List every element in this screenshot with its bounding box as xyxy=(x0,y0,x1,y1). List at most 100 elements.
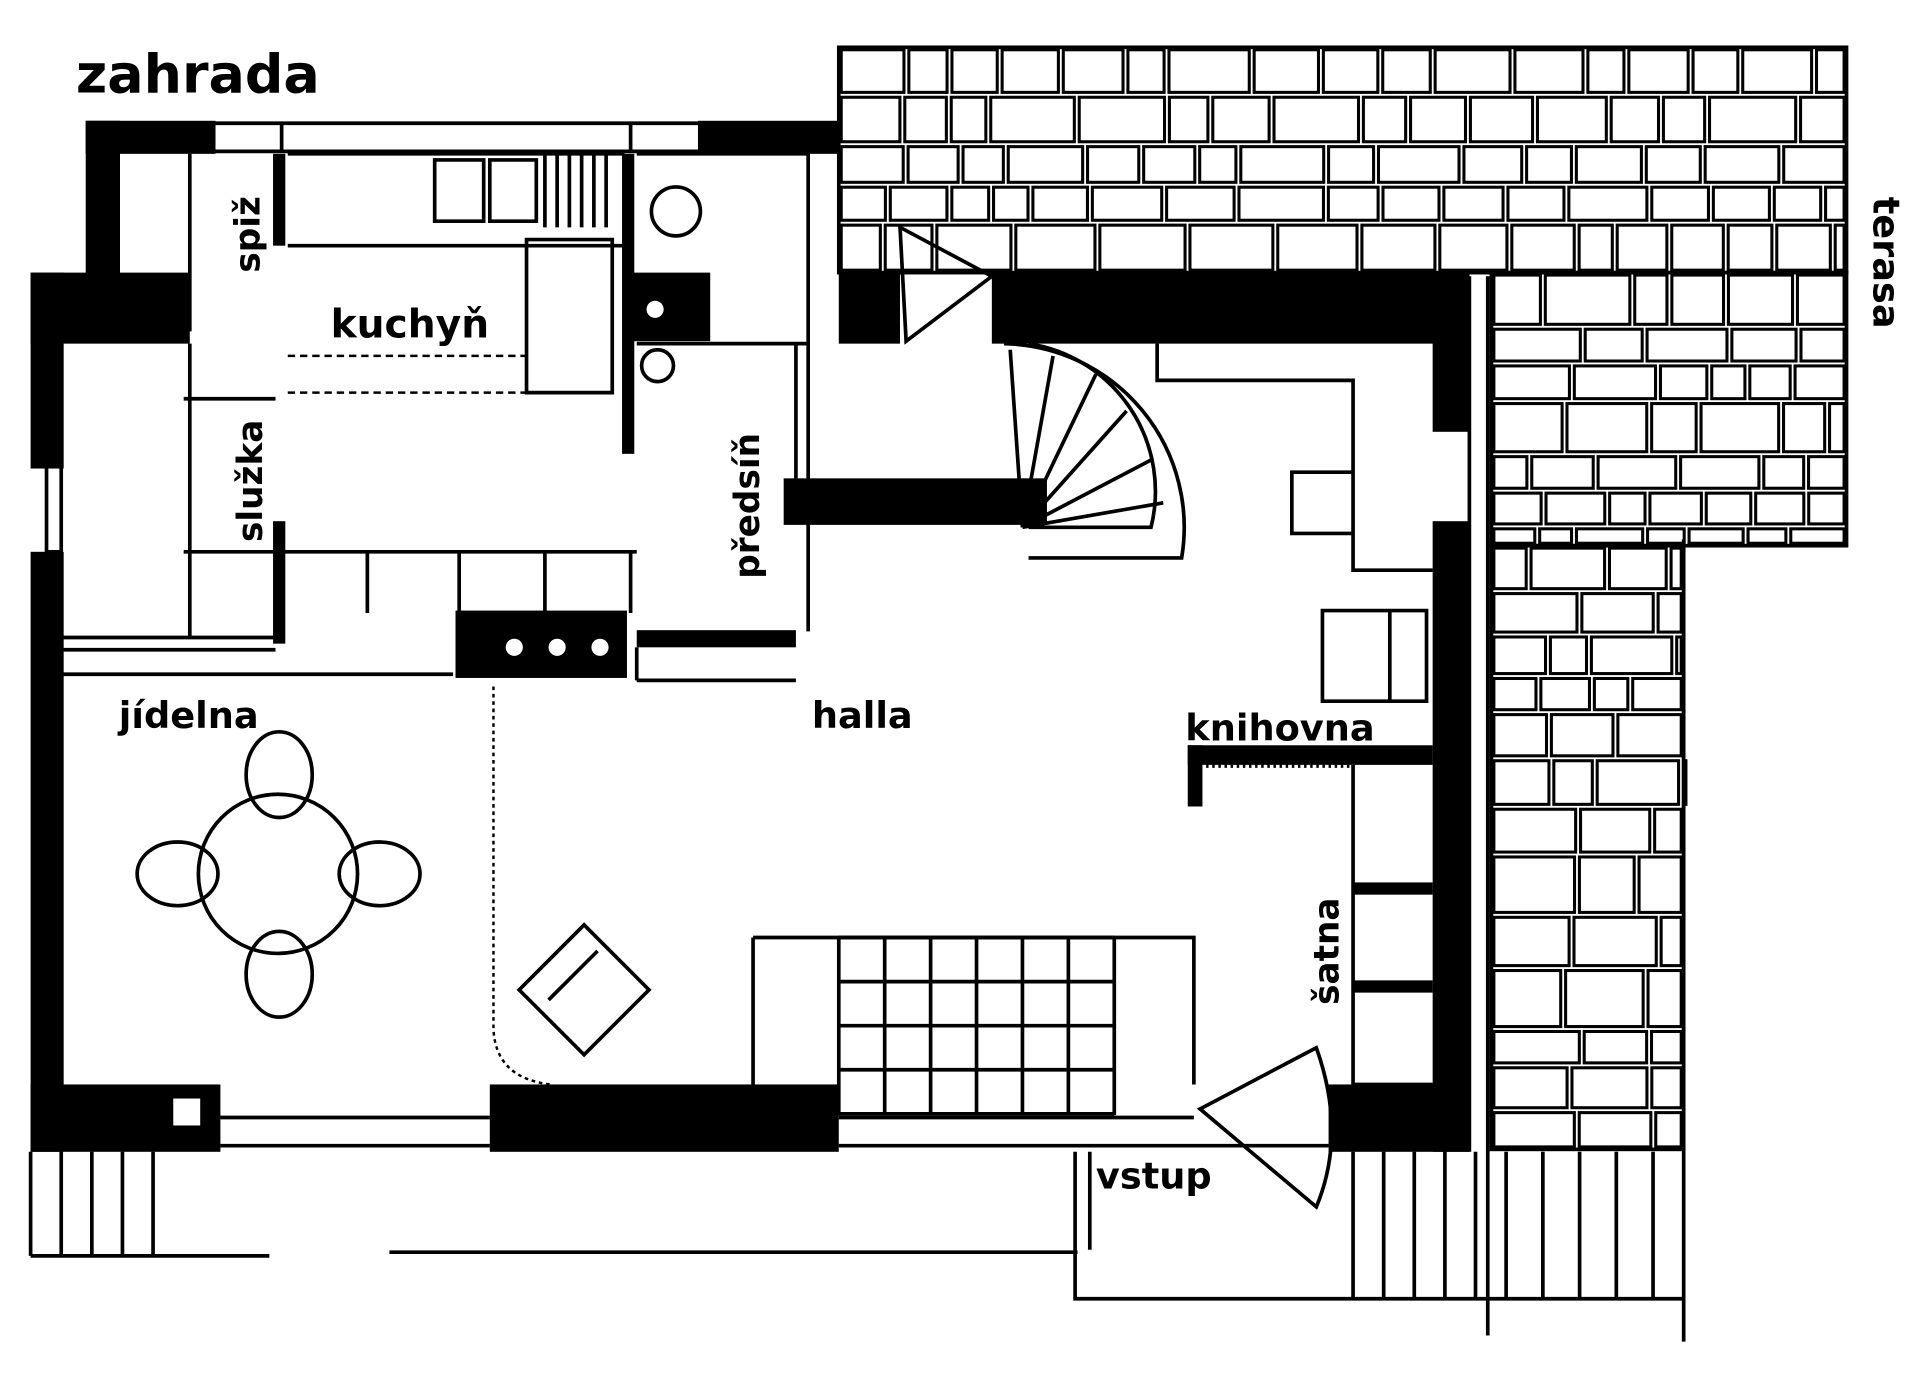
dining-table xyxy=(135,729,422,1019)
paving-stone xyxy=(1580,592,1655,634)
paving-stone xyxy=(1579,807,1652,854)
paving-stone xyxy=(992,185,1030,222)
paving-stone xyxy=(1795,273,1846,326)
floor-tiles xyxy=(836,935,1117,1116)
thin-lines xyxy=(28,121,1686,1342)
label-jidelna: jídelna xyxy=(117,694,259,737)
paving-stone xyxy=(1609,95,1661,144)
paving-stone xyxy=(1824,185,1846,222)
paving-stone xyxy=(1670,223,1725,272)
paving-stone xyxy=(903,95,948,144)
paving-stone xyxy=(1793,364,1846,401)
paving-stone xyxy=(1006,145,1085,184)
paving-stone xyxy=(1582,1029,1649,1065)
paving-stone xyxy=(1814,48,1846,94)
paving-stone xyxy=(1645,327,1729,363)
paving-stone xyxy=(1492,364,1571,401)
paving-stone xyxy=(1014,223,1097,272)
title-zahrada: zahrada xyxy=(76,43,320,106)
paving-stone xyxy=(1754,491,1806,526)
stone-terrace-paving xyxy=(836,45,1849,1152)
paving-stone xyxy=(1570,1066,1649,1110)
paving-stone xyxy=(1492,273,1542,326)
paving-stone xyxy=(1031,185,1089,222)
paving-stone xyxy=(1828,402,1846,454)
paving-stone xyxy=(888,185,949,222)
paving-stone xyxy=(1799,327,1846,363)
paving-stone xyxy=(1198,145,1238,184)
paving-stone xyxy=(1577,855,1636,914)
paving-stone xyxy=(1675,635,1683,676)
paving-stone xyxy=(1699,402,1781,454)
paving-stone xyxy=(950,185,991,222)
paving-stone xyxy=(1077,95,1167,144)
paving-stone xyxy=(1438,223,1509,272)
label-spiz: spiž xyxy=(229,196,269,273)
paving-stone xyxy=(1211,95,1271,144)
paving-stone xyxy=(1654,1111,1683,1149)
paving-stone xyxy=(1492,455,1529,490)
label-kuchyn: kuchyň xyxy=(331,303,489,348)
paving-stone xyxy=(1252,48,1321,94)
paving-stone xyxy=(1442,185,1505,222)
paving-stone xyxy=(1165,185,1236,222)
paving-stone xyxy=(1239,145,1326,184)
paving-stone xyxy=(1539,676,1591,712)
paving-stone xyxy=(1748,364,1792,401)
paving-stone xyxy=(1544,491,1607,526)
paving-stone xyxy=(1649,1029,1683,1065)
paving-stone xyxy=(1577,1111,1653,1149)
paving-stone xyxy=(1513,48,1585,94)
paving-stone xyxy=(1589,635,1674,676)
paving-stone xyxy=(1381,185,1441,222)
paving-stone xyxy=(1543,273,1632,326)
armchair xyxy=(516,922,652,1058)
paving-stone xyxy=(1631,676,1683,712)
paving-stone xyxy=(1492,1111,1576,1149)
paving-stone xyxy=(1409,95,1468,144)
paving-stone xyxy=(1572,915,1658,968)
paving-stone xyxy=(1799,95,1846,144)
paving-stone xyxy=(1565,402,1649,454)
paving-stone xyxy=(1782,145,1846,184)
paving-stone xyxy=(949,95,988,144)
paving-stone xyxy=(1492,1029,1581,1065)
paving-stone xyxy=(1510,223,1576,272)
paving-stone xyxy=(1492,807,1578,854)
paving-stone xyxy=(1730,327,1798,363)
paving-stone xyxy=(1726,273,1795,326)
paving-stone xyxy=(1492,491,1543,526)
paving-stone xyxy=(961,145,1005,184)
walls xyxy=(30,120,1470,1152)
paving-stone xyxy=(839,223,882,272)
paving-stone xyxy=(1586,48,1626,94)
paving-stone xyxy=(1535,95,1608,144)
paving-stone xyxy=(1188,223,1275,272)
paving-stone xyxy=(1552,759,1594,806)
paving-stone xyxy=(1807,491,1846,526)
paving-stone xyxy=(1492,968,1563,1029)
paving-stone xyxy=(1529,546,1607,591)
paving-stone xyxy=(1237,185,1325,222)
paving-stone xyxy=(1592,676,1630,712)
spiral-staircase xyxy=(897,224,1334,1210)
paving-stone xyxy=(1659,915,1683,968)
paving-stone xyxy=(1577,223,1614,272)
paving-stone xyxy=(1633,273,1669,326)
paving-stone xyxy=(1726,223,1774,272)
paving-stone xyxy=(1658,364,1709,401)
curtain xyxy=(492,686,552,1086)
paving-stone xyxy=(1833,223,1846,272)
paving-stone xyxy=(1703,145,1781,184)
paving-stone xyxy=(1741,48,1814,94)
paving-stone xyxy=(1615,223,1669,272)
paving-stone xyxy=(1656,592,1683,634)
paving-stone xyxy=(1627,48,1690,94)
paving-stone xyxy=(1644,145,1702,184)
paving-stone xyxy=(1090,185,1164,222)
paving-stone xyxy=(1000,48,1060,94)
paving-stone xyxy=(1530,455,1595,490)
paving-stone xyxy=(1061,48,1125,94)
paving-stone xyxy=(1669,546,1683,591)
